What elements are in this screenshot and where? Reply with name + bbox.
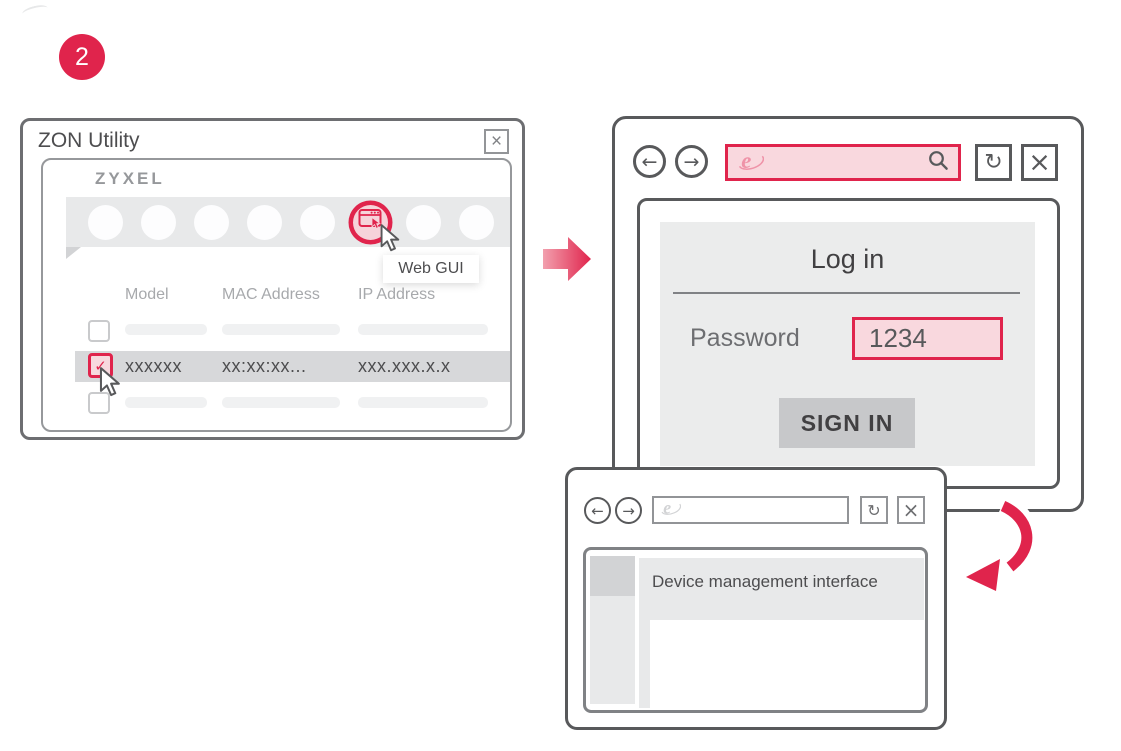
zon-close-button[interactable]: × xyxy=(484,129,509,154)
toolbar-icon-placeholder[interactable] xyxy=(300,204,335,240)
search-icon xyxy=(928,150,949,176)
mouse-cursor-icon xyxy=(98,367,123,403)
flow-arrow-right-icon xyxy=(543,236,593,287)
sidebar xyxy=(590,556,635,704)
corner-artifact-line xyxy=(21,3,49,19)
forward-arrow-icon: → xyxy=(683,150,700,173)
login-title: Log in xyxy=(810,244,885,274)
back-button[interactable]: ← xyxy=(584,497,611,524)
cell-model: xxxxxx xyxy=(125,356,182,376)
zon-app-panel: ZYXEL xyxy=(41,158,512,432)
device-content-area: Device management interface xyxy=(639,558,924,708)
address-bar[interactable]: e xyxy=(725,144,961,181)
browser-logo-icon: e xyxy=(737,147,765,179)
placeholder-bar xyxy=(222,397,340,408)
toolbar-icon-placeholder[interactable] xyxy=(459,204,494,240)
selected-device-row[interactable] xyxy=(75,351,510,382)
close-button[interactable]: × xyxy=(1021,144,1058,181)
placeholder-bar xyxy=(125,397,207,408)
back-arrow-icon: ← xyxy=(591,501,604,520)
placeholder-bar xyxy=(358,397,488,408)
web-gui-tooltip: Web GUI xyxy=(383,255,479,283)
forward-arrow-icon: → xyxy=(622,501,635,520)
step-number: 2 xyxy=(75,42,89,71)
password-label: Password xyxy=(690,324,800,352)
row-checkbox[interactable] xyxy=(88,392,110,414)
browser-logo-icon: e xyxy=(660,497,682,523)
toolbar-icon-placeholder[interactable] xyxy=(247,204,282,240)
placeholder-bar xyxy=(358,324,488,335)
placeholder-bar xyxy=(125,324,207,335)
refresh-icon: ↻ xyxy=(984,150,1003,175)
zyxel-logo: ZYXEL xyxy=(95,169,165,188)
zon-window-title: ZON Utility xyxy=(38,129,140,152)
cell-mac: xx:xx:xx... xyxy=(222,356,307,376)
login-browser-window: ← → e ↻ × Log in Password SIGN xyxy=(612,116,1084,512)
close-icon: × xyxy=(1028,147,1051,178)
mouse-cursor-icon xyxy=(379,224,402,258)
close-icon: × xyxy=(490,130,503,152)
close-button[interactable]: × xyxy=(897,496,925,524)
placeholder-bar xyxy=(222,324,340,335)
zon-toolbar xyxy=(66,197,510,247)
zon-utility-window: ZON Utility × ZYXEL xyxy=(20,118,525,440)
svg-text:e: e xyxy=(741,148,751,173)
toolbar-fold-notch xyxy=(66,247,81,259)
back-button[interactable]: ← xyxy=(633,145,666,178)
refresh-icon: ↻ xyxy=(867,500,881,520)
forward-button[interactable]: → xyxy=(675,145,708,178)
login-page-frame: Log in Password SIGN IN xyxy=(637,198,1060,489)
refresh-button[interactable]: ↻ xyxy=(975,144,1012,181)
divider xyxy=(673,292,1020,294)
flow-arrow-curved-icon xyxy=(940,493,1045,603)
cell-ip: xxx.xxx.x.x xyxy=(358,356,451,376)
back-arrow-icon: ← xyxy=(641,150,658,173)
refresh-button[interactable]: ↻ xyxy=(860,496,888,524)
device-page-frame: Device management interface xyxy=(583,547,928,713)
toolbar-icon-placeholder[interactable] xyxy=(194,204,229,240)
column-header-mac: MAC Address xyxy=(222,286,320,303)
address-bar[interactable]: e xyxy=(652,496,849,524)
sign-in-button[interactable]: SIGN IN xyxy=(779,398,915,448)
close-icon: × xyxy=(902,498,920,522)
step-badge: 2 xyxy=(59,34,105,80)
web-gui-icon xyxy=(358,208,384,237)
column-header-ip: IP Address xyxy=(358,286,436,303)
device-browser-window: ← → e ↻ × Device management interface xyxy=(565,467,947,730)
toolbar-icon-placeholder[interactable] xyxy=(88,204,123,240)
device-content-title: Device management interface xyxy=(652,572,878,591)
forward-button[interactable]: → xyxy=(615,497,642,524)
login-panel: Log in Password SIGN IN xyxy=(660,222,1035,466)
sidebar-block xyxy=(590,556,635,596)
toolbar-icon-placeholder[interactable] xyxy=(406,204,441,240)
toolbar-icon-placeholder[interactable] xyxy=(141,204,176,240)
column-header-model: Model xyxy=(125,286,169,303)
device-content-body xyxy=(650,620,924,708)
svg-text:e: e xyxy=(663,497,671,517)
row-checkbox[interactable] xyxy=(88,320,110,342)
web-gui-button[interactable] xyxy=(353,204,388,240)
password-field[interactable] xyxy=(852,317,1003,360)
